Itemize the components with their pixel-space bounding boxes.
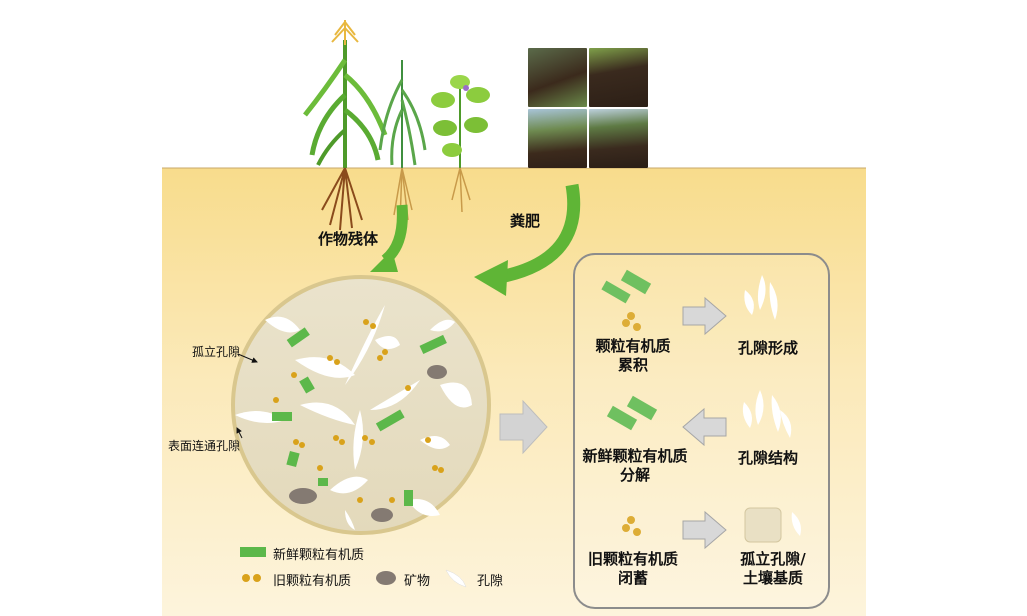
process-arrow bbox=[499, 399, 548, 455]
legend-old-pom-label: 旧颗粒有机质 bbox=[273, 574, 352, 589]
pore-formation-label: 孔隙形成 bbox=[738, 339, 799, 357]
manure-label: 粪肥 bbox=[510, 212, 541, 230]
panel-pore-structure-icon bbox=[742, 390, 792, 438]
pom-accumulation-label: 颗粒有机质 累积 bbox=[595, 337, 671, 374]
panel-isolated-pore-icon bbox=[791, 512, 801, 536]
legend-mineral-swatch bbox=[376, 571, 396, 585]
panel-old-pom-icon bbox=[622, 312, 641, 331]
mineral-particle bbox=[289, 488, 317, 504]
corn-plant-icon bbox=[303, 20, 388, 231]
process-panel bbox=[573, 253, 830, 609]
panel-arrow-right-1 bbox=[682, 296, 727, 336]
legend-mineral-label: 矿物 bbox=[404, 574, 431, 589]
crop-residue-arrow bbox=[370, 204, 408, 272]
panel-fresh-pom-icon-2 bbox=[606, 395, 658, 431]
legend-pore-label: 孔隙 bbox=[477, 574, 504, 589]
surface-connected-pore-label: 表面连通孔隙 bbox=[168, 439, 241, 453]
fresh-pom-decomposition-label: 新鲜颗粒有机质 分解 bbox=[582, 447, 688, 484]
pore-structure-label: 孔隙结构 bbox=[738, 449, 799, 467]
mineral-particle bbox=[371, 508, 393, 522]
crop-residue-label: 作物残体 bbox=[318, 230, 379, 248]
soybean-plant-icon bbox=[431, 75, 490, 213]
legend-pore-swatch bbox=[445, 569, 467, 588]
legend-old-pom-swatch bbox=[242, 574, 261, 582]
panel-old-pom-icon-2 bbox=[622, 516, 641, 536]
legend-fresh-pom-label: 新鲜颗粒有机质 bbox=[273, 548, 365, 563]
panel-fresh-pom-icon bbox=[601, 269, 652, 304]
mineral-particle bbox=[427, 365, 447, 379]
panel-arrow-left bbox=[682, 407, 727, 447]
soil-aggregate bbox=[231, 275, 491, 535]
panel-soil-matrix-icon bbox=[744, 507, 782, 543]
panel-arrow-right-2 bbox=[682, 510, 727, 550]
wheat-plant-icon bbox=[378, 60, 427, 223]
old-pom-occlusion-label: 旧颗粒有机质 闭蓄 bbox=[587, 550, 678, 587]
manure-arrow bbox=[474, 183, 581, 296]
isolated-pore-pointer bbox=[237, 353, 258, 363]
panel-pore-formation-icon bbox=[744, 275, 778, 320]
surface-pore-pointer bbox=[236, 427, 243, 439]
isolated-pore-soil-matrix-label: 孤立孔隙/ 土壤基质 bbox=[740, 550, 806, 587]
isolated-pore-label: 孤立孔隙 bbox=[192, 345, 241, 359]
compost-photo-icon bbox=[528, 48, 648, 168]
legend-fresh-pom-swatch bbox=[240, 547, 266, 557]
